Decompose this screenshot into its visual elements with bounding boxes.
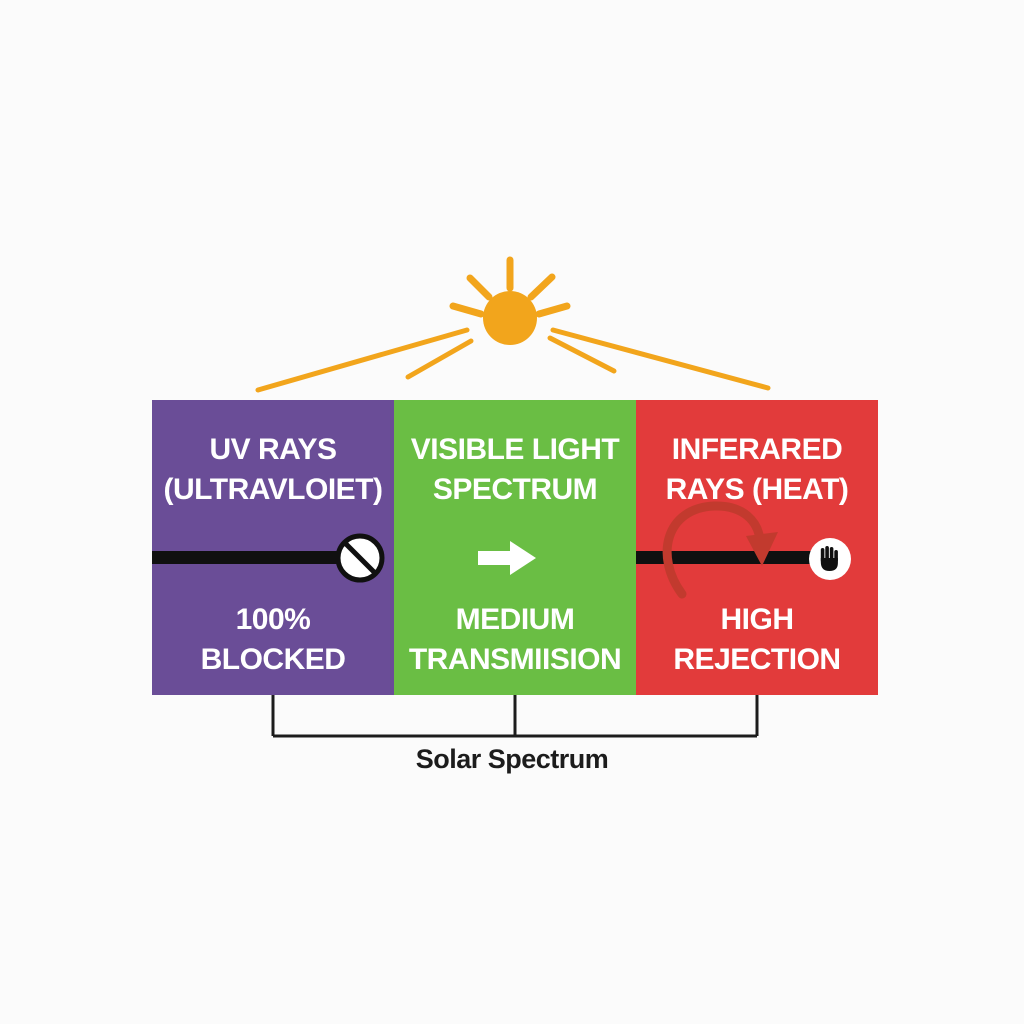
bracket — [271, 695, 759, 738]
panel-visible-status-line1: MEDIUM — [455, 603, 575, 636]
panel-visible-status-line2: TRANSMIISION — [408, 643, 622, 676]
panel-ir-status-line2: REJECTION — [673, 643, 841, 676]
diagram-caption: Solar Spectrum — [415, 744, 609, 774]
panel-visible-title: VISIBLE LIGHT SPECTRUM — [394, 430, 636, 510]
panel-visible-title-line2: SPECTRUM — [432, 473, 598, 506]
sun-disc — [483, 291, 537, 345]
panel-infrared: INFERARED RAYS (HEAT) HIGH REJECTION — [636, 400, 878, 695]
panel-visible-light: VISIBLE LIGHT SPECTRUM MEDIUM TRANSMIISI… — [394, 400, 636, 695]
sun-spikes — [449, 256, 571, 318]
panel-visible-title-line1: VISIBLE LIGHT — [410, 433, 620, 466]
sun-icon — [255, 256, 771, 393]
panel-uv-status-line2: BLOCKED — [200, 643, 346, 676]
panel-ir-title: INFERARED RAYS (HEAT) — [636, 430, 878, 510]
panel-ir-title-line2: RAYS (HEAT) — [665, 473, 849, 506]
panel-visible-status: MEDIUM TRANSMIISION — [394, 600, 636, 680]
panel-uv-status-line1: 100% — [235, 603, 311, 636]
panel-ir-title-line1: INFERARED — [671, 433, 843, 466]
panel-uv-title: UV RAYS (ULTRAVLOIET) — [152, 430, 394, 510]
panel-uv-title-line1: UV RAYS — [209, 433, 337, 466]
panel-uv-rays: UV RAYS (ULTRAVLOIET) 100% BLOCKED — [152, 400, 394, 695]
panel-uv-title-line2: (ULTRAVLOIET) — [163, 473, 383, 506]
panel-ir-status: HIGH REJECTION — [636, 600, 878, 680]
sun-long-rays — [255, 327, 771, 393]
panel-uv-status: 100% BLOCKED — [152, 600, 394, 680]
panel-ir-status-line1: HIGH — [720, 603, 795, 636]
